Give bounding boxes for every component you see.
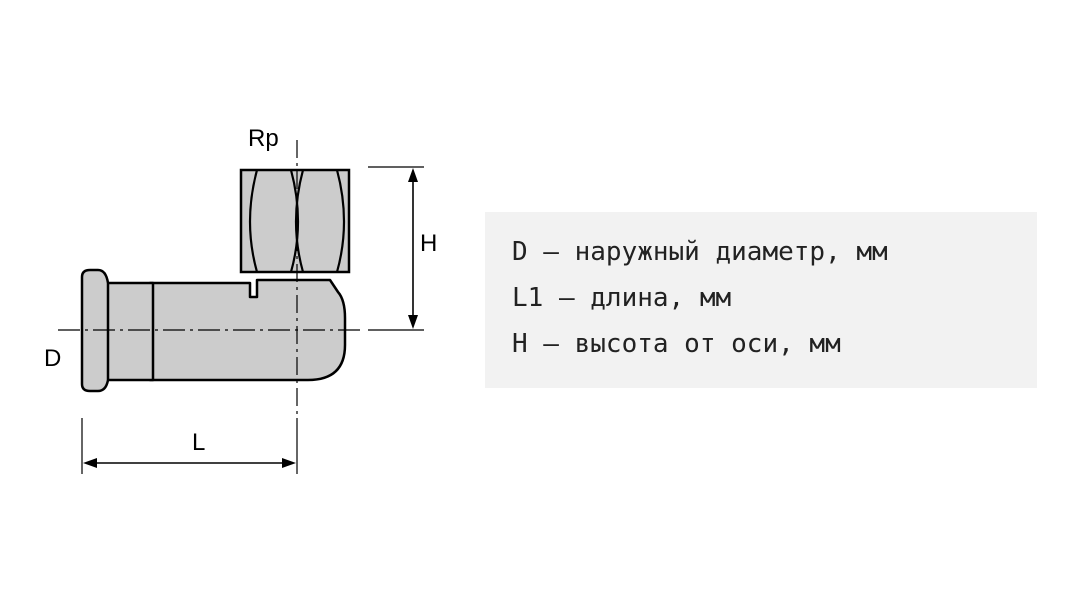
legend-box: D – наружный диаметр, мм L1 – длина, мм … bbox=[485, 212, 1037, 388]
label-h: H bbox=[420, 230, 437, 257]
hex-nut bbox=[239, 168, 351, 274]
legend-line-d: D – наружный диаметр, мм bbox=[512, 237, 888, 267]
legend-line-l1: L1 – длина, мм bbox=[512, 283, 732, 313]
center-lines bbox=[58, 140, 362, 416]
legend-line-h: H – высота от оси, мм bbox=[512, 329, 841, 359]
label-l: L bbox=[192, 429, 205, 456]
label-d: D bbox=[44, 345, 61, 372]
dimension-l bbox=[81, 418, 298, 474]
label-rp: Rp bbox=[248, 125, 279, 152]
dimension-h bbox=[368, 166, 424, 331]
